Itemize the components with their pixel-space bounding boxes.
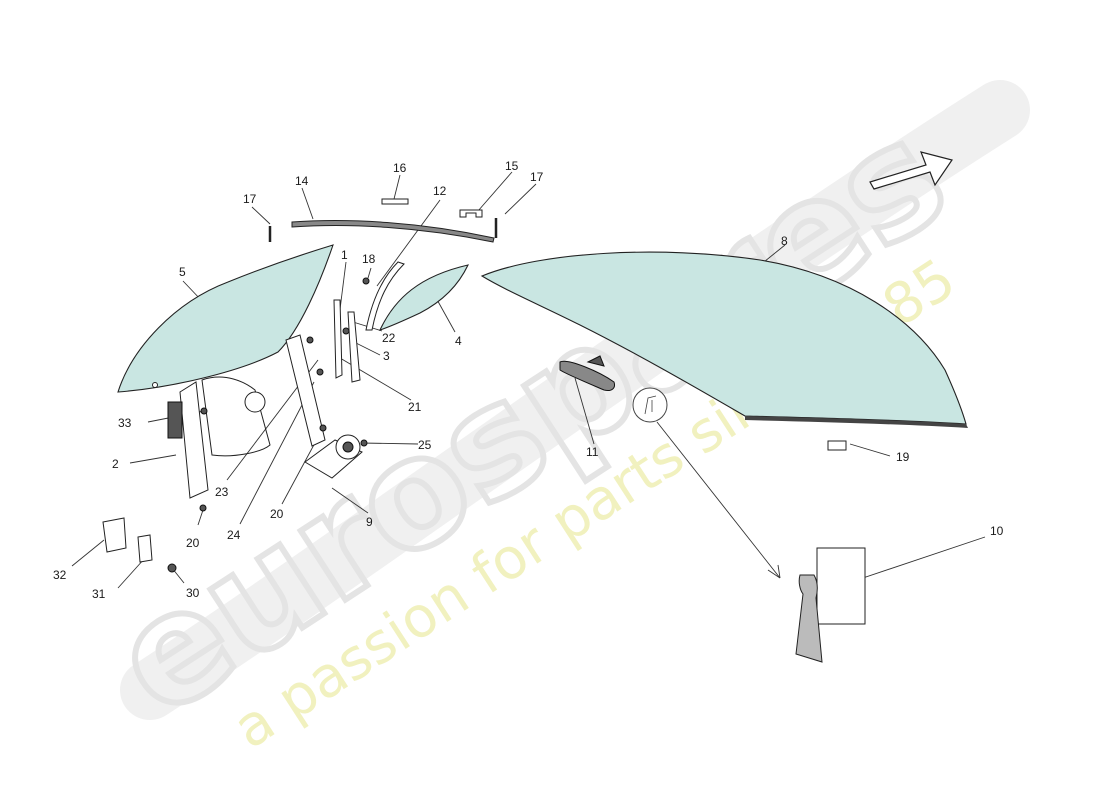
nut-22 xyxy=(342,327,350,335)
label-10: 10 xyxy=(990,524,1004,538)
regulator-arm-23 xyxy=(285,334,326,447)
label-15: 15 xyxy=(505,159,519,173)
label-30: 30 xyxy=(186,586,200,600)
screw-30 xyxy=(167,563,177,573)
guide-rail-1 xyxy=(333,299,343,379)
label-11: 11 xyxy=(586,445,599,459)
label-17-left: 17 xyxy=(243,192,257,206)
windscreen-8 xyxy=(480,251,967,425)
label-31: 31 xyxy=(92,587,106,601)
label-1: 1 xyxy=(341,248,348,262)
label-32: 32 xyxy=(53,568,67,582)
label-20-b: 20 xyxy=(270,507,284,521)
detail-callout-circle xyxy=(632,387,668,423)
door-glass-mark xyxy=(152,382,158,388)
label-12: 12 xyxy=(433,184,447,198)
label-2: 2 xyxy=(112,457,119,471)
label-17-right: 17 xyxy=(530,170,544,184)
label-8: 8 xyxy=(781,234,788,248)
screw-25 xyxy=(360,439,368,447)
clip-16 xyxy=(381,198,409,205)
watermark-swoosh xyxy=(120,80,1030,720)
nut-20-a xyxy=(199,504,207,512)
bolt-18 xyxy=(362,277,370,285)
arrow-up-right-icon xyxy=(869,151,953,190)
clip-31 xyxy=(137,534,153,563)
quarter-seal-12 xyxy=(365,261,405,331)
window-motor-9 xyxy=(304,434,363,479)
label-19: 19 xyxy=(896,450,910,464)
label-22: 22 xyxy=(382,331,396,345)
label-20-a: 20 xyxy=(186,536,200,550)
top-seal-strip-14 xyxy=(291,220,495,243)
guide-rail-3 xyxy=(347,311,361,383)
rear-view-mirror-11 xyxy=(559,360,615,391)
label-25: 25 xyxy=(418,438,432,452)
label-18: 18 xyxy=(362,252,376,266)
bracket-15 xyxy=(459,209,483,218)
plate-32 xyxy=(102,517,127,553)
detail-pointer-line xyxy=(656,421,781,579)
sticker-sheet-10 xyxy=(816,547,866,625)
watermark: eurospares a passion for parts since 198… xyxy=(82,80,1030,762)
quarter-glass-4 xyxy=(378,264,469,331)
windscreen-seal xyxy=(745,416,968,428)
label-4: 4 xyxy=(455,334,462,348)
label-33: 33 xyxy=(118,416,132,430)
label-23: 23 xyxy=(215,485,229,499)
label-5: 5 xyxy=(179,265,186,279)
label-24: 24 xyxy=(227,528,241,542)
bolt-33 xyxy=(200,407,208,415)
nut-20-b xyxy=(319,424,327,432)
window-regulator-2 xyxy=(167,376,271,499)
label-16: 16 xyxy=(393,161,407,175)
label-3: 3 xyxy=(383,349,390,363)
part-19 xyxy=(827,440,847,451)
label-14: 14 xyxy=(295,174,309,188)
door-glass-5 xyxy=(117,244,334,393)
mirror-mount xyxy=(586,355,605,367)
part-labels: 5 1 2 3 4 8 9 10 11 12 14 15 16 17 17 18… xyxy=(53,159,1004,601)
label-21: 21 xyxy=(408,400,422,414)
label-9: 9 xyxy=(366,515,373,529)
tube-10 xyxy=(795,574,823,663)
